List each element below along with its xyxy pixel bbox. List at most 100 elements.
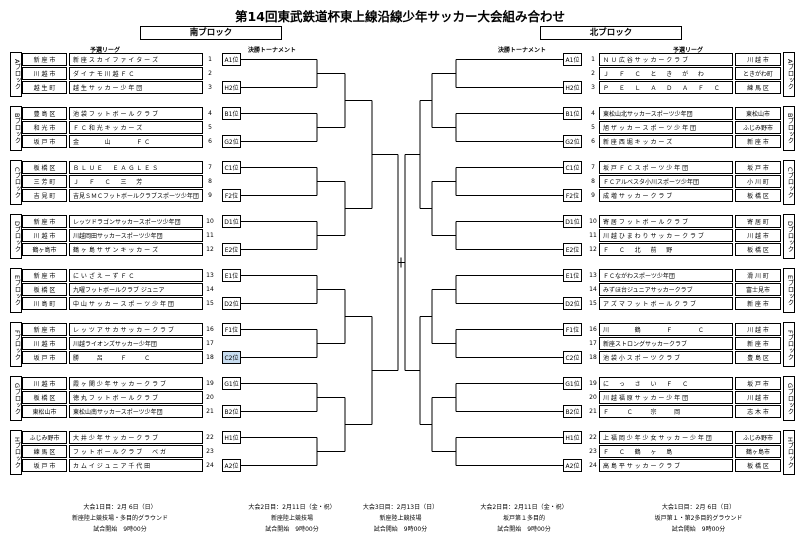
slot-right-4[interactable]: G2位 (563, 135, 582, 148)
slot-left-15[interactable]: H1位 (222, 431, 241, 444)
team-area: 川 越 市 (22, 229, 67, 242)
team-area: ときがわ町 (735, 67, 781, 80)
team-name: レ ッ ツ ア サ カ サ ッ カ ー ク ラ ブ (69, 323, 203, 336)
footer-start-time: 試合開始 9時00分 (265, 526, 319, 533)
team-number: 24 (589, 462, 597, 469)
slot-left-12[interactable]: C2位 (222, 351, 241, 364)
slot-right-11[interactable]: F1位 (563, 323, 582, 336)
team-number: 10 (206, 218, 214, 225)
team-name: Ｆ Ｃ 鶴 ヶ 島 (599, 445, 733, 458)
slot-left-8[interactable]: E2位 (222, 243, 241, 256)
team-number: 3 (208, 84, 212, 91)
team-name: ＦＣながわスポーツ少年団 (599, 269, 733, 282)
team-name: 徳 丸 フ ッ ト ボ ー ル ク ラ ブ (69, 391, 203, 404)
team-area: 東松山市 (735, 107, 781, 120)
slot-right-6[interactable]: F2位 (563, 189, 582, 202)
team-number: 22 (589, 434, 597, 441)
team-number: 5 (208, 124, 212, 131)
team-name: 寄 居 フ ッ ト ボ ー ル ク ラ ブ (599, 215, 733, 228)
footer-date: 大会3日目：2月13日（日） (362, 504, 439, 511)
footer-venue: 新座陸上競技場・多目的グラウンド (71, 515, 168, 522)
group-label: Gブロック (10, 376, 22, 421)
team-name: 勝 呂 Ｆ Ｃ (69, 351, 203, 364)
footer-start-time: 試合開始 9時00分 (497, 526, 551, 533)
slot-right-3[interactable]: B1位 (563, 107, 582, 120)
slot-right-14[interactable]: B2位 (563, 405, 582, 418)
slot-right-13[interactable]: G1位 (563, 377, 582, 390)
slot-left-1[interactable]: A1位 (222, 53, 241, 66)
slot-left-7[interactable]: D1位 (222, 215, 241, 228)
slot-right-8[interactable]: E2位 (563, 243, 582, 256)
team-name: 川越ライオンズサッカー少年団 (69, 337, 203, 350)
footer-start-time: 試合開始 9時00分 (373, 526, 428, 533)
slot-right-9[interactable]: E1位 (563, 269, 582, 282)
team-number: 18 (589, 354, 597, 361)
team-number: 17 (206, 340, 214, 347)
footer-date: 大会1日目：2月 6日（日） (661, 504, 736, 511)
team-name: 鶴 ヶ 島 サ ザ ン キ ッ カ ー ズ (69, 243, 203, 256)
team-number: 2 (208, 70, 212, 77)
team-area: 川 島 町 (22, 297, 67, 310)
team-number: 23 (589, 448, 597, 455)
slot-left-16[interactable]: A2位 (222, 459, 241, 472)
slot-left-10[interactable]: D2位 (222, 297, 241, 310)
team-number: 5 (591, 124, 595, 131)
team-area: 新 座 市 (735, 135, 781, 148)
team-name: 池 袋 小 ス ポ ー ツ ク ラ ブ (599, 351, 733, 364)
team-number: 6 (208, 138, 212, 145)
left-final-label: 決勝トーナメント (248, 47, 297, 54)
team-area: 練 馬 区 (735, 81, 781, 94)
slot-left-9[interactable]: E1位 (222, 269, 241, 282)
slot-left-5[interactable]: C1位 (222, 161, 241, 174)
team-name: 池 袋 フ ッ ト ボ ー ル ク ラ ブ (69, 107, 203, 120)
slot-right-5[interactable]: C1位 (563, 161, 582, 174)
slot-left-11[interactable]: F1位 (222, 323, 241, 336)
team-area: 板 橋 区 (735, 459, 781, 472)
slot-right-7[interactable]: D1位 (563, 215, 582, 228)
group-label: Dブロック (10, 214, 22, 259)
team-area: 和 光 市 (22, 121, 67, 134)
team-number: 18 (206, 354, 214, 361)
team-area: 板 橋 区 (735, 189, 781, 202)
team-area: 小 川 町 (735, 175, 781, 188)
team-number: 14 (206, 286, 214, 293)
group-label: Hブロック (10, 430, 22, 475)
slot-left-3[interactable]: B1位 (222, 107, 241, 120)
slot-right-12[interactable]: C2位 (563, 351, 582, 364)
slot-right-1[interactable]: A1位 (563, 53, 582, 66)
team-area: 寄 居 町 (735, 215, 781, 228)
team-name: 霞 ヶ 関 少 年 サ ッ カ ー ク ラ ブ (69, 377, 203, 390)
team-number: 6 (591, 138, 595, 145)
team-area: 吉 見 町 (22, 189, 67, 202)
group-label: Fブロック (10, 322, 22, 367)
team-area: 志 木 市 (735, 405, 781, 418)
team-number: 13 (206, 272, 214, 279)
slot-right-10[interactable]: D2位 (563, 297, 582, 310)
team-name: フ ッ ト ボ ー ル ク ラ ブ ベ ガ (69, 445, 203, 458)
team-area: 新 座 市 (22, 215, 67, 228)
team-number: 1 (208, 56, 212, 63)
team-number: 13 (589, 272, 597, 279)
group-label: Bブロック (10, 106, 22, 151)
team-number: 19 (589, 380, 597, 387)
team-name: 新座ストロングサッカークラブ (599, 337, 733, 350)
slot-left-4[interactable]: G2位 (222, 135, 241, 148)
team-number: 11 (589, 232, 597, 239)
team-area: 川 越 市 (735, 323, 781, 336)
footer-date: 大会1日目：2月 6日（日） (83, 504, 157, 511)
team-number: 14 (589, 286, 597, 293)
slot-right-16[interactable]: A2位 (563, 459, 582, 472)
slot-right-2[interactable]: H2位 (563, 81, 582, 94)
team-name: 川 越 ひ ま わ り サ ッ カ ー ク ラ ブ (599, 229, 733, 242)
slot-left-13[interactable]: G1位 (222, 377, 241, 390)
team-number: 21 (589, 408, 597, 415)
slot-right-15[interactable]: H1位 (563, 431, 582, 444)
slot-left-14[interactable]: B2位 (222, 405, 241, 418)
team-name: 旭 ザ ッ カ ー ス ポ ー ツ 少 年 団 (599, 121, 733, 134)
slot-left-2[interactable]: H2位 (222, 81, 241, 94)
team-area: 坂 戸 市 (22, 351, 67, 364)
slot-left-6[interactable]: F2位 (222, 189, 241, 202)
team-area: 富士見市 (735, 283, 781, 296)
team-name: Ｊ Ｆ Ｃ 三 芳 (69, 175, 203, 188)
